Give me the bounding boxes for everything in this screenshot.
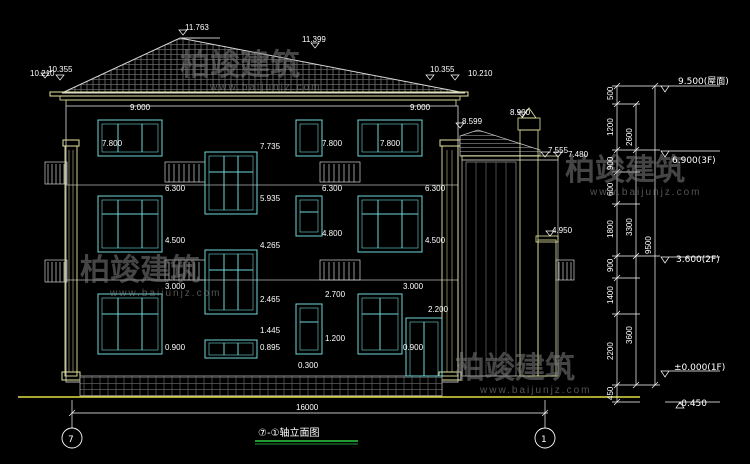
total-width-label: 16000 [296, 403, 319, 412]
watermark: 柏竣建筑 www.baijunjz.com 柏竣建筑 www.baijunjz.… [80, 48, 701, 396]
svg-text:10.355: 10.355 [430, 65, 455, 74]
svg-text:6.900(3F): 6.900(3F) [672, 156, 716, 166]
svg-text:4.800: 4.800 [322, 229, 343, 238]
axis-bubble-left [61, 427, 83, 449]
svg-text:450: 450 [606, 386, 615, 400]
right-column [438, 139, 462, 381]
side-wing [459, 107, 559, 377]
svg-text:4.950: 4.950 [552, 226, 573, 235]
svg-text:-0.450: -0.450 [678, 399, 707, 409]
axis-label-right: 1 [541, 435, 547, 445]
windows-3f [97, 119, 423, 157]
watermark-url: www.baijunjz.com [589, 187, 701, 198]
svg-text:4.500: 4.500 [165, 236, 186, 245]
svg-text:0.900: 0.900 [165, 343, 186, 352]
svg-text:4.500: 4.500 [425, 236, 446, 245]
elevation-markers [40, 29, 563, 237]
svg-text:4.265: 4.265 [260, 241, 281, 250]
svg-text:2.200: 2.200 [428, 305, 449, 314]
stair-windows [204, 151, 258, 359]
windows-1f [97, 293, 443, 377]
watermark-url: www.baijunjz.com [109, 288, 221, 299]
svg-text:9500: 9500 [644, 236, 653, 254]
svg-text:900: 900 [606, 258, 615, 272]
svg-text:6.300: 6.300 [165, 184, 186, 193]
svg-text:2600: 2600 [625, 128, 634, 146]
svg-text:2200: 2200 [606, 342, 615, 360]
svg-text:3.000: 3.000 [165, 282, 186, 291]
svg-text:2.700: 2.700 [325, 290, 346, 299]
drawing-title: ⑦-①轴立面图 [258, 426, 320, 439]
main-roof [49, 37, 469, 107]
svg-text:8.900: 8.900 [510, 108, 531, 117]
svg-text:±0.000(1F): ±0.000(1F) [674, 363, 725, 373]
svg-text:3300: 3300 [625, 218, 634, 236]
svg-text:0.900: 0.900 [403, 343, 424, 352]
svg-text:1.445: 1.445 [260, 326, 281, 335]
axis-label-left: 7 [68, 435, 74, 445]
windows-2f [97, 195, 423, 253]
elevation-labels: 11.763 11.399 10.210 10.355 10.355 10.21… [30, 23, 589, 370]
svg-text:7.555: 7.555 [548, 146, 569, 155]
svg-text:7.800: 7.800 [322, 139, 343, 148]
svg-text:9.500(屋面): 9.500(屋面) [678, 76, 729, 87]
balcony-railings [44, 161, 575, 283]
watermark-url: www.baijunjz.com [209, 82, 321, 93]
svg-text:3.000: 3.000 [403, 282, 424, 291]
axis-bubble-right [534, 427, 556, 449]
level-markers [660, 85, 720, 409]
svg-text:7.800: 7.800 [102, 139, 123, 148]
base-plinth [79, 375, 443, 397]
svg-text:2.465: 2.465 [260, 295, 281, 304]
level-labels: 9.500(屋面) 6.900(3F) 3.600(2F) ±0.000(1F)… [672, 76, 729, 409]
svg-text:7.800: 7.800 [380, 139, 401, 148]
svg-text:10.210: 10.210 [468, 69, 493, 78]
svg-text:6.300: 6.300 [322, 184, 343, 193]
svg-text:6.300: 6.300 [425, 184, 446, 193]
svg-text:8.599: 8.599 [462, 117, 483, 126]
svg-text:11.763: 11.763 [185, 23, 209, 32]
svg-text:3600: 3600 [625, 326, 634, 344]
watermark-brand: 柏竣建筑 [455, 351, 575, 386]
svg-text:10.355: 10.355 [48, 65, 73, 74]
svg-text:0.895: 0.895 [260, 343, 281, 352]
svg-text:10.210: 10.210 [30, 69, 55, 78]
svg-text:3.600(2F): 3.600(2F) [676, 255, 720, 265]
svg-text:7.735: 7.735 [260, 142, 281, 151]
dimension-labels: 500 1200 900 600 1800 900 1400 2200 450 … [296, 86, 653, 412]
svg-text:5.935: 5.935 [260, 194, 281, 203]
svg-text:500: 500 [606, 86, 615, 100]
watermark-brand: 柏竣建筑 [565, 153, 685, 188]
svg-text:9.000: 9.000 [410, 103, 431, 112]
watermark-brand: 柏竣建筑 [80, 253, 200, 288]
watermark-brand: 柏竣建筑 [180, 48, 300, 83]
svg-text:1800: 1800 [606, 220, 615, 238]
svg-text:7.480: 7.480 [568, 150, 589, 159]
horizontal-dimension [68, 400, 549, 428]
watermark-url: www.baijunjz.com [479, 385, 591, 396]
svg-text:1400: 1400 [606, 286, 615, 304]
svg-text:9.000: 9.000 [130, 103, 151, 112]
svg-text:0.300: 0.300 [298, 361, 319, 370]
vertical-dimensions [612, 82, 662, 406]
svg-text:900: 900 [606, 156, 615, 170]
svg-text:1200: 1200 [606, 118, 615, 136]
svg-text:1.200: 1.200 [325, 334, 346, 343]
svg-text:11.399: 11.399 [302, 35, 326, 44]
svg-text:600: 600 [606, 182, 615, 196]
